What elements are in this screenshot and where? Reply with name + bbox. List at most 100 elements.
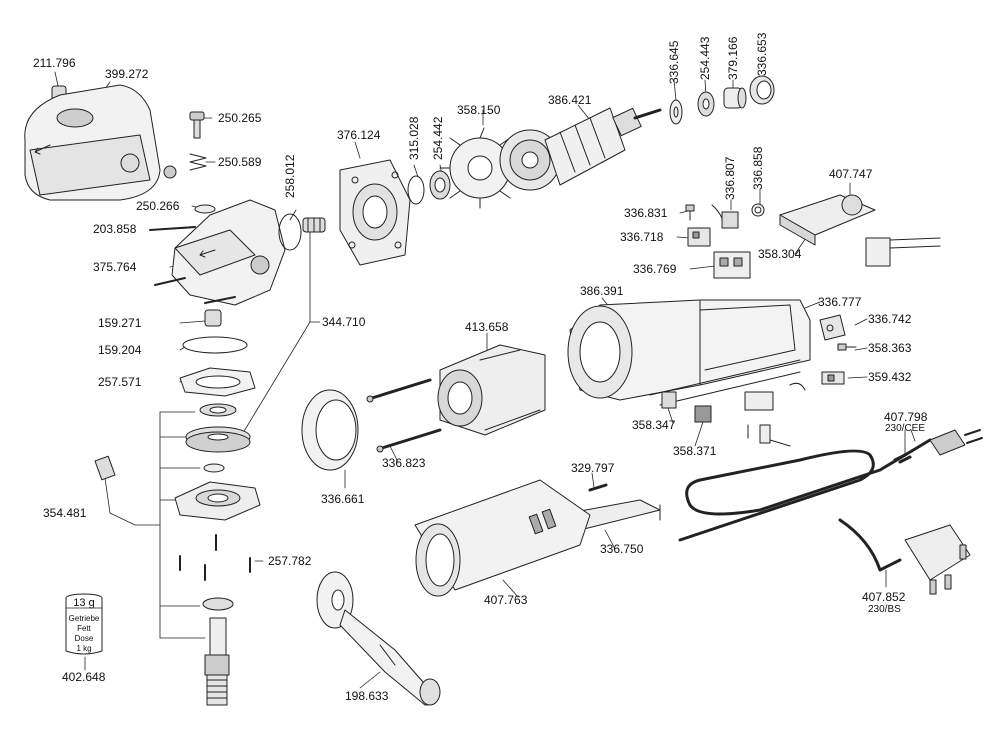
label-407763: 407.763 <box>484 593 528 607</box>
part-bearing-flange <box>174 481 261 521</box>
grease-can-amount: 13 g <box>73 597 95 609</box>
part-336823-screws <box>366 378 442 453</box>
grease-can-line1: Getriebe <box>68 614 100 623</box>
part-159271-nut <box>204 309 222 327</box>
part-358347-switch <box>661 391 677 409</box>
part-386391-motor-housing <box>567 299 811 406</box>
part-257571-gasket <box>179 367 256 397</box>
part-250266-washer <box>194 204 216 214</box>
part-258012-oring <box>278 213 302 251</box>
part-336653-cap <box>749 75 775 105</box>
part-159204-oring <box>182 336 248 354</box>
part-flange-washer <box>202 597 234 611</box>
label-359432: 359.432 <box>868 370 912 384</box>
assembly-bracket <box>134 411 206 639</box>
part-379166-sleeve <box>723 87 747 109</box>
part-nut-ring <box>199 403 237 417</box>
part-336807-brush <box>711 204 739 229</box>
label-336653: 336.653 <box>755 32 769 76</box>
label-336823: 336.823 <box>382 456 426 470</box>
part-254442-bearing <box>429 170 451 200</box>
label-159271: 159.271 <box>98 316 142 330</box>
part-329797-screw <box>588 483 608 492</box>
part-spindle <box>204 617 230 706</box>
label-254442: 254.442 <box>431 116 445 160</box>
label-358371: 358.371 <box>673 444 717 458</box>
label-258012: 258.012 <box>283 154 297 198</box>
label-211796: 211.796 <box>33 56 76 70</box>
part-407852-bs-plug <box>838 518 971 595</box>
label-257571: 257.571 <box>98 375 142 389</box>
part-336661-ring <box>301 389 359 471</box>
label-402648: 402.648 <box>62 670 106 684</box>
switch-parts-misc <box>744 382 806 447</box>
grease-can: 13 g Getriebe Fett Dose 1 kg <box>64 593 104 657</box>
part-250589-spring <box>189 153 207 171</box>
part-bevel-gear <box>185 426 251 453</box>
part-336831-screw <box>685 204 695 221</box>
label-358363: 358.363 <box>868 341 912 355</box>
label-336807: 336.807 <box>723 156 737 200</box>
grease-can-outline <box>65 593 103 655</box>
label-250265: 250.265 <box>218 111 262 125</box>
label-386391: 386.391 <box>580 284 624 298</box>
label-358304: 358.304 <box>758 247 802 261</box>
label-358150: 358.150 <box>457 103 501 117</box>
part-358363-screw <box>837 343 857 351</box>
label-336750: 336.750 <box>600 542 644 556</box>
part-413658-stator <box>437 344 546 436</box>
grease-can-line4: 1 kg <box>76 644 92 653</box>
label-375764: 375.764 <box>93 260 137 274</box>
label-407798: 407.798 <box>884 410 928 424</box>
part-washer <box>203 463 225 473</box>
label-315028: 315.028 <box>407 116 421 160</box>
part-354481-gear-pin <box>94 455 116 481</box>
part-336742-bracket <box>819 314 846 341</box>
label-336769: 336.769 <box>633 262 677 276</box>
label-203858: 203.858 <box>93 222 137 236</box>
label-250266: 250.266 <box>136 199 180 213</box>
small-screws <box>179 534 251 581</box>
label-407747: 407.747 <box>829 167 873 181</box>
part-386421-armature <box>499 107 662 191</box>
label-344710: 344.710 <box>322 315 366 329</box>
part-336718-holder <box>687 227 711 247</box>
label-329797: 329.797 <box>571 461 615 475</box>
part-407747-electronics <box>779 194 941 267</box>
part-407763-handle <box>414 479 591 597</box>
label-336645: 336.645 <box>667 40 681 84</box>
label-379166: 379.166 <box>726 36 740 80</box>
label-354481: 354.481 <box>43 506 87 520</box>
label-358347: 358.347 <box>632 418 676 432</box>
label-159204: 159.204 <box>98 343 142 357</box>
part-315028-ring <box>407 175 425 205</box>
grease-can-line2: Fett <box>77 624 91 633</box>
part-254443-bearing <box>697 91 715 117</box>
part-359432-clamp <box>821 371 845 385</box>
label-336661: 336.661 <box>321 492 365 506</box>
part-344710-pinion <box>302 217 326 233</box>
part-250265-screw <box>189 111 205 139</box>
label-250589: 250.589 <box>218 155 262 169</box>
part-336645-washer <box>669 99 683 125</box>
part-198633-side-handle <box>316 571 441 706</box>
label-407798-variant: 230/CEE <box>885 423 926 434</box>
label-336858: 336.858 <box>751 146 765 190</box>
label-257782: 257.782 <box>268 554 312 568</box>
part-375764-gear-housing <box>149 199 286 306</box>
part-358371-button <box>694 405 712 423</box>
label-336777: 336.777 <box>818 295 862 309</box>
label-254443: 254.443 <box>698 36 712 80</box>
label-413658: 413.658 <box>465 320 509 334</box>
part-376124-bearing-plate <box>339 159 411 266</box>
label-407852-variant: 230/BS <box>868 604 901 615</box>
label-399272: 399.272 <box>105 67 149 81</box>
label-336718: 336.718 <box>620 230 664 244</box>
part-336858-spring <box>751 203 765 217</box>
label-386421: 386.421 <box>548 93 592 107</box>
part-336769-connector <box>713 251 751 279</box>
grease-can-line3: Dose <box>74 634 94 643</box>
label-376124: 376.124 <box>337 128 381 142</box>
